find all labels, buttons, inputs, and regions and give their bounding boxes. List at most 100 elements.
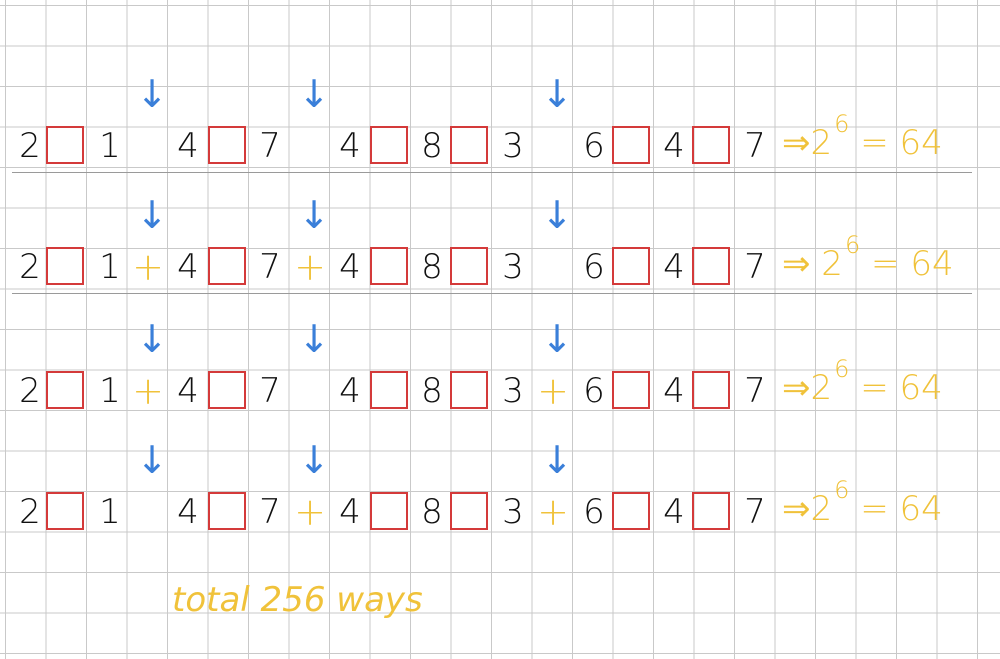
- result-exponent: 6: [844, 231, 861, 259]
- digit-text: 3: [502, 492, 524, 532]
- result-expression: ⇒26 = 64: [782, 355, 943, 413]
- digit: 8: [412, 369, 452, 413]
- digit-text: 1: [99, 371, 121, 411]
- plus-sign: +: [537, 490, 569, 534]
- digit: 2: [10, 245, 50, 289]
- down-arrow-icon: ↓: [541, 317, 573, 361]
- digit-text: 8: [421, 492, 443, 532]
- digit-text: 6: [583, 126, 605, 166]
- result-value: = 64: [860, 244, 954, 284]
- digit: 7: [735, 124, 775, 168]
- result-value: = 64: [849, 123, 943, 163]
- empty-box: [692, 247, 730, 285]
- result-value: = 64: [849, 489, 943, 529]
- digit-text: 4: [663, 371, 685, 411]
- digit: 7: [250, 490, 290, 534]
- digit-text: 6: [583, 247, 605, 287]
- empty-box: [370, 126, 408, 164]
- digit: 7: [735, 490, 775, 534]
- digit-text: 1: [99, 126, 121, 166]
- digit-text: 6: [583, 492, 605, 532]
- digit: 2: [10, 369, 50, 413]
- digit: 3: [493, 124, 533, 168]
- down-arrow-icon: ↓: [541, 193, 573, 237]
- digit-text: 7: [259, 126, 281, 166]
- digit: 6: [574, 245, 614, 289]
- empty-box: [46, 492, 84, 530]
- empty-box: [208, 371, 246, 409]
- empty-box: [692, 492, 730, 530]
- empty-box: [370, 247, 408, 285]
- digit-text: 3: [502, 247, 524, 287]
- digit-text: 4: [177, 492, 199, 532]
- digit-text: 2: [19, 247, 41, 287]
- row-underline: [12, 172, 972, 173]
- plus-sign: +: [132, 245, 164, 289]
- empty-box: [46, 126, 84, 164]
- digit: 6: [574, 369, 614, 413]
- digit-text: 7: [744, 492, 766, 532]
- down-arrow-icon: ↓: [136, 317, 168, 361]
- result-prefix: ⇒ 2: [782, 244, 843, 284]
- digit: 4: [654, 124, 694, 168]
- digit-text: 4: [339, 126, 361, 166]
- empty-box: [450, 126, 488, 164]
- digit-text: 4: [663, 492, 685, 532]
- digit-text: 7: [259, 371, 281, 411]
- empty-box: [208, 492, 246, 530]
- digit: 8: [412, 124, 452, 168]
- digit: 4: [654, 245, 694, 289]
- digit: 7: [735, 369, 775, 413]
- empty-box: [46, 247, 84, 285]
- digit-text: 4: [339, 492, 361, 532]
- digit-text: 7: [259, 247, 281, 287]
- digit: 4: [330, 245, 370, 289]
- digit: 1: [90, 245, 130, 289]
- digit-text: 4: [339, 247, 361, 287]
- digit-text: 3: [502, 371, 524, 411]
- digit-text: 6: [583, 371, 605, 411]
- empty-box: [612, 492, 650, 530]
- digit: 4: [168, 124, 208, 168]
- digit-text: 4: [663, 247, 685, 287]
- digit: 1: [90, 490, 130, 534]
- digit: 3: [493, 369, 533, 413]
- row-underline: [12, 293, 972, 294]
- digit: 7: [250, 369, 290, 413]
- digit-text: 7: [744, 371, 766, 411]
- digit: 2: [10, 124, 50, 168]
- digit-text: 7: [744, 247, 766, 287]
- digit-text: 4: [177, 126, 199, 166]
- down-arrow-icon: ↓: [298, 438, 330, 482]
- plus-sign: +: [294, 245, 326, 289]
- digit: 4: [168, 245, 208, 289]
- down-arrow-icon: ↓: [298, 317, 330, 361]
- empty-box: [612, 371, 650, 409]
- digit-text: 2: [19, 492, 41, 532]
- empty-box: [612, 247, 650, 285]
- digit: 3: [493, 490, 533, 534]
- digit: 4: [168, 490, 208, 534]
- empty-box: [370, 371, 408, 409]
- digit-text: 4: [177, 371, 199, 411]
- digit-text: 8: [421, 371, 443, 411]
- digit: 4: [168, 369, 208, 413]
- result-prefix: ⇒2: [782, 489, 833, 529]
- digit: 7: [250, 124, 290, 168]
- digit: 6: [574, 490, 614, 534]
- digit-text: 7: [259, 492, 281, 532]
- plus-sign: +: [537, 369, 569, 413]
- digit-text: 8: [421, 247, 443, 287]
- digit-text: 4: [177, 247, 199, 287]
- result-prefix: ⇒2: [782, 123, 833, 163]
- result-value: = 64: [849, 368, 943, 408]
- digit-text: 1: [99, 247, 121, 287]
- empty-box: [208, 247, 246, 285]
- result-prefix: ⇒2: [782, 368, 833, 408]
- down-arrow-icon: ↓: [136, 193, 168, 237]
